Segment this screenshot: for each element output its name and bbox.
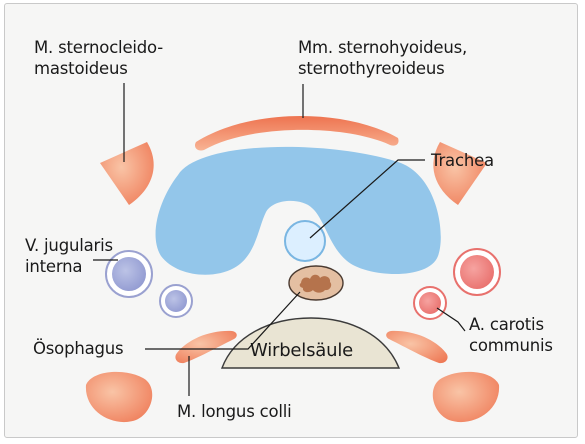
longus-colli-right (386, 331, 447, 363)
label-jugularis: V. jugularis interna (25, 235, 113, 277)
label-wirbelsaeule: Wirbelsäule (250, 340, 353, 361)
posterior-muscle-left (86, 372, 152, 422)
leader-carotis (437, 308, 465, 331)
sternohyoideus-muscle (195, 116, 399, 150)
label-oesophagus: Ösophagus (33, 338, 123, 359)
label-sternocleidomastoideus: M. sternocleido- mastoideus (34, 37, 163, 79)
sternocleidomastoideus-left (100, 142, 154, 205)
trachea (285, 221, 325, 261)
label-trachea: Trachea (431, 150, 494, 171)
jugular-vein-small-lumen (165, 290, 187, 312)
label-carotis: A. carotis communis (469, 314, 553, 356)
carotid-artery-lower-lumen (419, 292, 441, 314)
posterior-muscle-right (433, 372, 499, 422)
label-sternohyoideus: Mm. sternohyoideus, sternothyreoideus (298, 37, 467, 79)
label-longus-colli: M. longus colli (177, 401, 292, 422)
jugular-vein-left-lumen (112, 257, 146, 291)
carotid-artery-upper-lumen (460, 255, 494, 289)
